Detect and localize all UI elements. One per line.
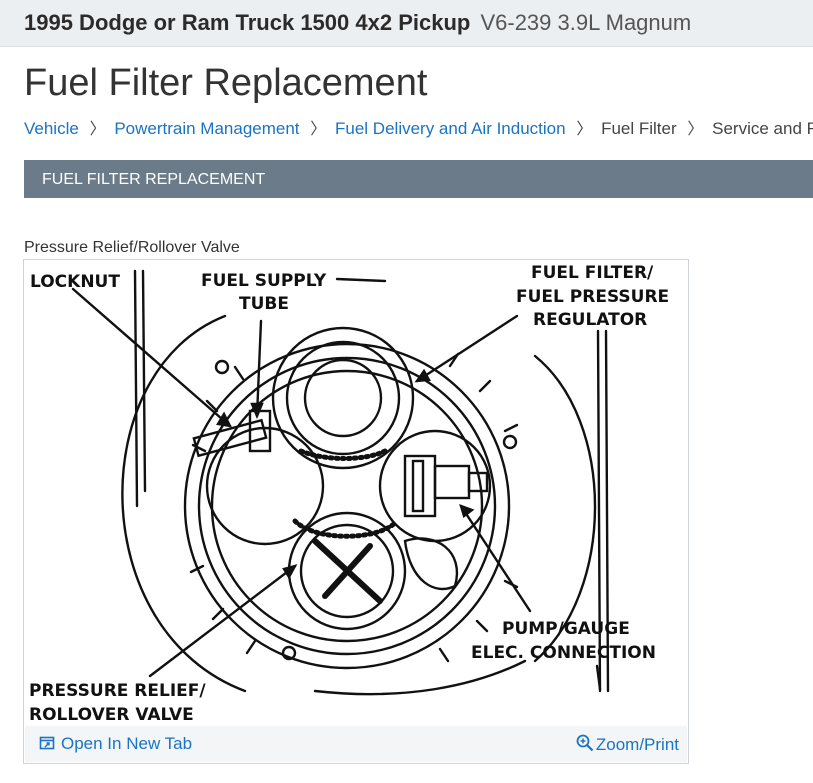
- breadcrumb-service-and-repair: Service and Repair: [712, 119, 813, 138]
- label-fuel-filter-line2: FUEL PRESSURE: [516, 287, 669, 307]
- label-pressure-relief-line2: ROLLOVER VALVE: [29, 705, 194, 725]
- vehicle-header: 1995 Dodge or Ram Truck 1500 4x2 Pickup …: [0, 0, 813, 47]
- chevron-right-icon: 〉: [310, 121, 327, 138]
- zoom-in-icon: [576, 734, 594, 752]
- breadcrumb-fuel-filter: Fuel Filter: [601, 119, 677, 138]
- vehicle-model: 1995 Dodge or Ram Truck 1500 4x2 Pickup: [24, 10, 471, 35]
- label-pump-gauge-line1: PUMP/GAUGE: [502, 619, 630, 639]
- open-in-new-tab-label: Open In New Tab: [61, 734, 193, 753]
- zoom-print-link[interactable]: Zoom/Print: [576, 734, 679, 755]
- label-pressure-relief-line1: PRESSURE RELIEF/: [29, 681, 206, 701]
- vehicle-engine: V6-239 3.9L Magnum: [480, 10, 692, 35]
- label-fuel-supply-line1: FUEL SUPPLY: [201, 271, 327, 291]
- figure-caption: Pressure Relief/Rollover Valve: [24, 239, 240, 256]
- chevron-right-icon: 〉: [687, 121, 704, 138]
- label-fuel-supply-line2: TUBE: [239, 294, 289, 314]
- figure-container: LOCKNUT FUEL SUPPLY TUBE FUEL FILTER/ FU…: [23, 259, 689, 764]
- breadcrumb-vehicle[interactable]: Vehicle: [24, 119, 79, 138]
- section-title: FUEL FILTER REPLACEMENT: [42, 171, 266, 188]
- vehicle-title: 1995 Dodge or Ram Truck 1500 4x2 Pickup …: [24, 9, 691, 37]
- label-fuel-filter-line3: REGULATOR: [533, 310, 647, 330]
- label-pump-gauge-line2: ELEC. CONNECTION: [471, 643, 656, 663]
- zoom-print-label: Zoom/Print: [595, 735, 679, 754]
- label-fuel-filter-line1: FUEL FILTER/: [531, 263, 654, 283]
- chevron-right-icon: 〉: [576, 121, 593, 138]
- page-title: Fuel Filter Replacement: [24, 62, 428, 104]
- breadcrumb-fuel-delivery[interactable]: Fuel Delivery and Air Induction: [335, 119, 566, 138]
- breadcrumb: Vehicle 〉 Powertrain Management 〉 Fuel D…: [24, 118, 813, 142]
- figure-footer: Open In New Tab Zoom/Print: [25, 726, 687, 762]
- fuel-pump-module-diagram: LOCKNUT FUEL SUPPLY TUBE FUEL FILTER/ FU…: [29, 263, 669, 725]
- open-in-new-tab-link[interactable]: Open In New Tab: [39, 734, 192, 754]
- chevron-right-icon: 〉: [89, 121, 106, 138]
- section-header: FUEL FILTER REPLACEMENT: [24, 160, 813, 198]
- open-new-tab-icon: [39, 736, 55, 750]
- breadcrumb-powertrain-management[interactable]: Powertrain Management: [114, 119, 300, 138]
- label-locknut: LOCKNUT: [30, 272, 120, 292]
